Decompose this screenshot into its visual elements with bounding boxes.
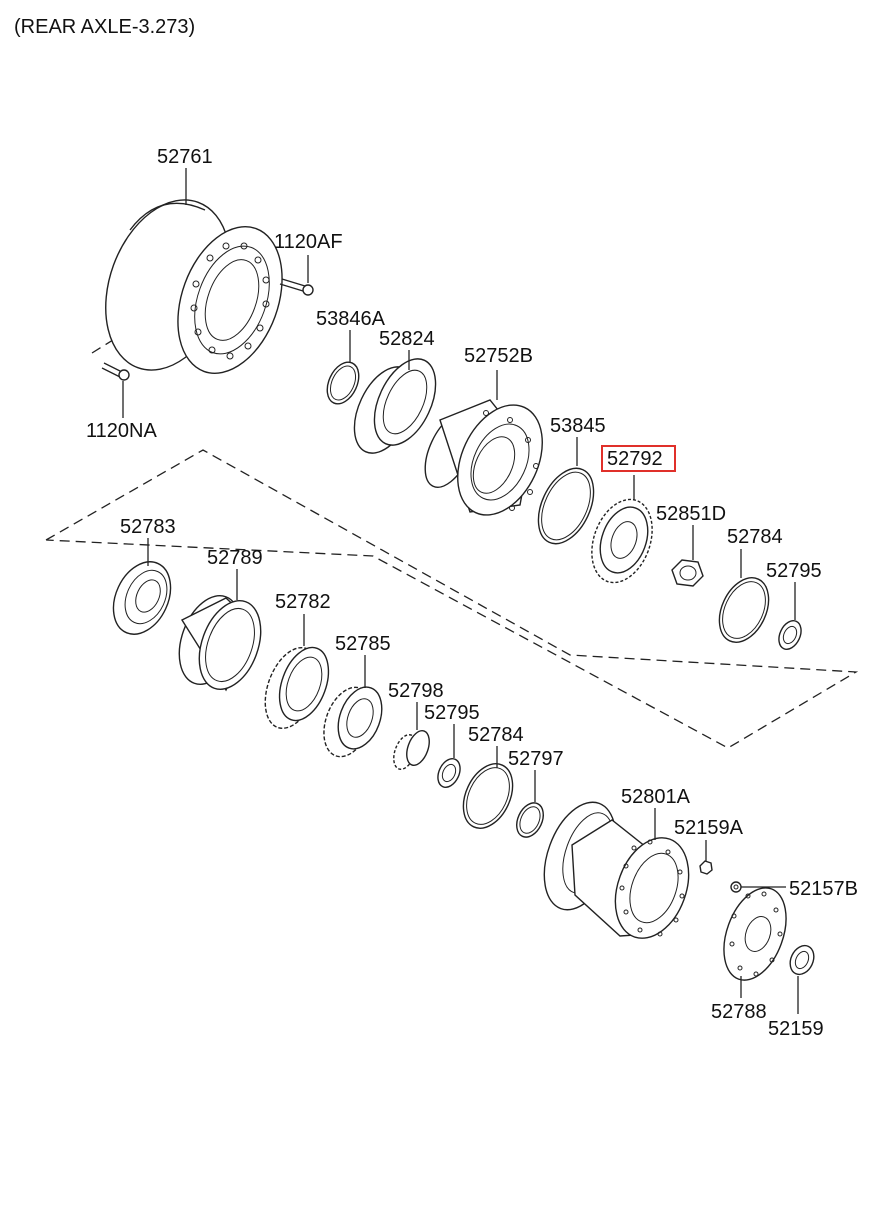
label-52797: 52797	[508, 748, 564, 770]
cover-plate-52788[interactable]	[712, 879, 797, 988]
oil-seal-52824[interactable]	[342, 349, 448, 462]
housing-52801a[interactable]	[531, 792, 702, 948]
ring-52797[interactable]	[512, 799, 549, 842]
label-52761: 52761	[157, 146, 213, 168]
label-52782: 52782	[275, 591, 331, 613]
label-52783: 52783	[120, 516, 176, 538]
label-52824: 52824	[379, 328, 435, 350]
subassembly-outline	[45, 449, 859, 749]
washer-52159[interactable]	[786, 942, 819, 978]
snap-ring-52784-upper[interactable]	[710, 570, 779, 650]
label-52795-upper: 52795	[766, 560, 822, 582]
o-ring-53846a[interactable]	[321, 357, 365, 409]
pinion-52798[interactable]	[389, 728, 433, 773]
label-52801A: 52801A	[621, 786, 691, 808]
label-52159A: 52159A	[674, 817, 744, 839]
label-52851D: 52851D	[656, 503, 726, 525]
washer-52795-upper[interactable]	[775, 617, 806, 653]
label-1120AF: 1120AF	[274, 231, 343, 253]
nut-52159a[interactable]	[699, 860, 713, 875]
bolt-1120na[interactable]	[101, 362, 130, 381]
label-52798: 52798	[388, 680, 444, 702]
nut-52851d[interactable]	[671, 559, 704, 587]
sleeve-52789[interactable]	[168, 587, 272, 698]
label-1120NA: 1120NA	[86, 420, 157, 442]
label-52157B: 52157B	[789, 878, 858, 900]
label-52795-lower: 52795	[424, 702, 480, 724]
gear-52785[interactable]	[315, 681, 390, 764]
washer-52795-lower[interactable]	[434, 755, 465, 791]
bolt-1120af[interactable]	[279, 278, 314, 296]
label-52792[interactable]: 52792	[607, 448, 663, 470]
label-53846A: 53846A	[316, 308, 386, 330]
wheel-hub-52752b[interactable]	[415, 391, 559, 528]
diagram-title: (REAR AXLE-3.273)	[14, 16, 195, 38]
label-52785: 52785	[335, 633, 391, 655]
label-52159: 52159	[768, 1018, 824, 1040]
label-52784-lower: 52784	[468, 724, 524, 746]
brake-drum[interactable]	[83, 182, 301, 387]
highlight-box	[601, 445, 676, 472]
gear-52792[interactable]	[581, 491, 663, 591]
label-52789: 52789	[207, 547, 263, 569]
snap-ring-52784-lower[interactable]	[454, 756, 523, 836]
label-52784-upper: 52784	[727, 526, 783, 548]
o-ring-53845[interactable]	[527, 460, 604, 553]
label-52752B: 52752B	[464, 345, 533, 367]
washer-52157b[interactable]	[730, 881, 742, 893]
label-53845: 53845	[550, 415, 606, 437]
label-52788: 52788	[711, 1001, 767, 1023]
ring-gear-52782[interactable]	[255, 640, 338, 735]
bearing-52783[interactable]	[102, 553, 181, 644]
